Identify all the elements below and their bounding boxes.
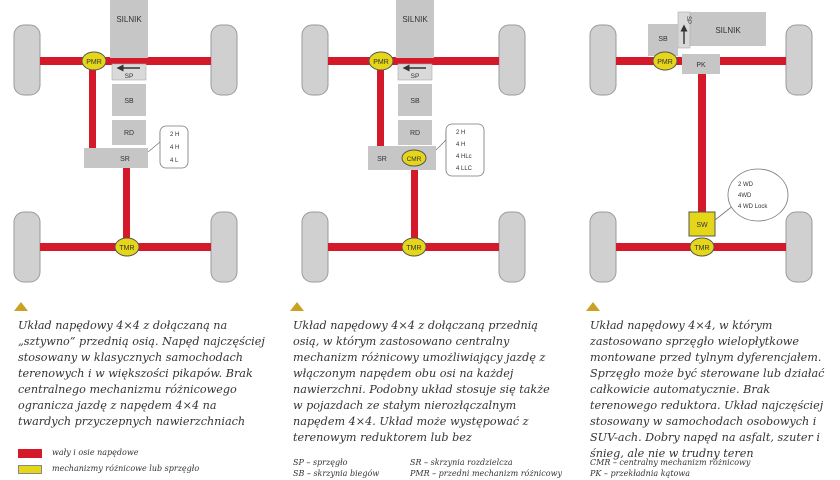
rear-diff-label: TMR	[119, 245, 134, 252]
front-diff	[652, 51, 678, 71]
gearbox-box	[398, 84, 432, 116]
multiplate-clutch-label: SW	[696, 222, 708, 229]
wheel-rear-left	[589, 211, 617, 283]
caption-2: Układ napędowy 4×4 z dołączaną przednią …	[293, 319, 550, 444]
engine-label: SILNIK	[715, 26, 741, 35]
front-propshaft	[377, 65, 384, 158]
legend-shaft-swatch	[18, 449, 42, 458]
caption-marker-2	[290, 302, 304, 311]
wheel-front-left	[13, 24, 41, 96]
diagram-2: SILNIK SP SB RD SR CMR PMR TMR 2 H 4 H 4…	[301, 0, 526, 283]
abbr-pk: PK – przekładnia kątowa	[590, 469, 690, 478]
gearbox-label: SB	[124, 98, 134, 105]
mode-pointer	[147, 132, 161, 153]
wheel-front-right	[498, 24, 526, 96]
engine-box	[110, 0, 148, 58]
front-axle	[328, 57, 499, 65]
clutch-label: SP	[125, 73, 134, 80]
center-diff	[401, 149, 427, 167]
mode-1: 2 H	[170, 132, 179, 138]
abbr-pmr: PMR – przedni mechanizm różnicowy	[410, 469, 562, 478]
rear-diff-label: TMR	[694, 245, 709, 252]
engine-box	[396, 0, 434, 58]
transfer-case-label: SR	[120, 156, 130, 163]
abbr-sp: SP – sprzęgło	[293, 458, 348, 467]
wheel-rear-right	[498, 211, 526, 283]
wheel-rear-left	[13, 211, 41, 283]
multiplate-clutch	[688, 211, 716, 237]
clutch-label: SP	[685, 16, 691, 24]
mode-selector-bubble	[727, 168, 789, 222]
wheel-front-left	[589, 24, 617, 96]
engine-label: SILNIK	[116, 15, 142, 24]
legend-diff-swatch	[18, 465, 42, 474]
abbr-sr: SR – skrzynia rozdzielcza	[410, 458, 513, 467]
mode-selector-box	[159, 125, 189, 169]
wheel-rear-right	[210, 211, 238, 283]
front-axle	[40, 57, 211, 65]
mode-2: 4 H	[170, 145, 179, 151]
engine-box	[688, 12, 766, 46]
mode-selector-box	[445, 123, 485, 177]
mode-2: 4WD	[738, 193, 752, 199]
legend-shaft-label: wały i osie napędowe	[52, 448, 139, 457]
rd-box	[398, 120, 432, 145]
front-diff-label: PMR	[657, 59, 673, 66]
caption-marker-1	[14, 302, 28, 311]
rear-diff	[689, 237, 715, 257]
rear-diff-label: TMR	[406, 245, 421, 252]
front-diff	[81, 51, 107, 71]
angle-gear-box	[682, 54, 720, 74]
caption-1: Układ napędowy 4×4 z dołączaną na „sztyw…	[18, 319, 265, 428]
front-diff-label: PMR	[86, 59, 102, 66]
front-diff-label: PMR	[373, 59, 389, 66]
mode-3: 4 L	[170, 158, 179, 164]
wheel-front-left	[301, 24, 329, 96]
gearbox-box	[648, 24, 678, 56]
wheel-front-right	[785, 24, 813, 96]
gearbox-label: SB	[658, 36, 668, 43]
caption-marker-3	[586, 302, 600, 311]
front-propshaft	[89, 65, 96, 158]
rear-propshaft	[698, 72, 706, 212]
transfer-case-label: SR	[377, 156, 387, 163]
mode-pointer	[435, 132, 447, 151]
mode-1: 2 H	[456, 130, 465, 136]
clutch-label: SP	[411, 73, 420, 80]
mode-2: 4 H	[456, 142, 465, 148]
gearbox-label: SB	[410, 98, 420, 105]
angle-gear-label: PK	[696, 62, 706, 69]
mode-pointer	[714, 204, 735, 221]
front-diff	[368, 51, 394, 71]
rear-diff	[114, 237, 140, 257]
legend-diff-label: mechanizmy różnicowe lub sprzęgło	[52, 464, 200, 473]
rear-diff	[401, 237, 427, 257]
mode-4: 4 LLC	[456, 166, 473, 172]
abbr-cmr: CMR – centralny mechanizm różnicowy	[590, 458, 751, 467]
wheel-rear-right	[785, 211, 813, 283]
rd-label: RD	[410, 130, 420, 137]
rear-propshaft	[123, 168, 130, 243]
wheel-rear-left	[301, 211, 329, 283]
caption-3: Układ napędowy 4×4, w którym zastosowano…	[590, 319, 825, 460]
gearbox-box	[112, 84, 146, 116]
rear-propshaft	[411, 168, 418, 243]
wheel-front-right	[210, 24, 238, 96]
transfer-case-box	[84, 148, 148, 168]
mode-1: 2 WD	[738, 182, 754, 188]
diagram-1: SILNIK SP SB RD SR PMR TMR 2 H 4 H 4 L	[13, 0, 238, 283]
abbr-sb: SB – skrzynia biegów	[293, 469, 380, 478]
rd-label: RD	[124, 130, 134, 137]
rd-box	[112, 120, 146, 145]
mode-3: 4 HLc	[456, 154, 472, 160]
mode-3: 4 WD Lock	[738, 204, 768, 210]
diagram-3: SILNIK SP SB PK PMR SW TMR 2 WD 4WD 4 WD…	[589, 11, 813, 283]
engine-label: SILNIK	[402, 15, 428, 24]
center-diff-label: CMR	[407, 156, 422, 163]
